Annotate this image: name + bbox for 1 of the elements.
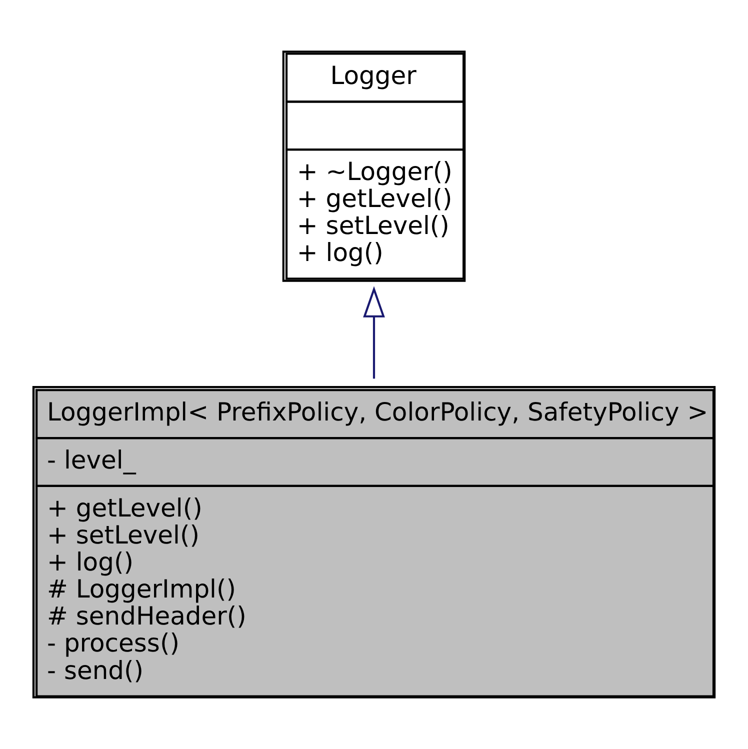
arrow: [363, 286, 385, 379]
